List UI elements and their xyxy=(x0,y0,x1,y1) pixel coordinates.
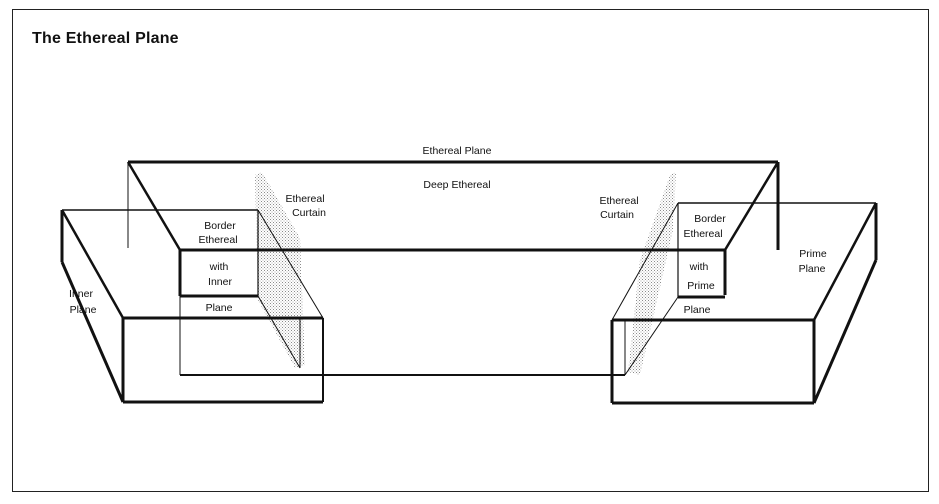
border-ethereal-prime-box xyxy=(624,203,725,376)
curtain-right-label-1: Ethereal xyxy=(599,195,638,207)
border-right-label-5: Plane xyxy=(684,304,711,316)
prime-plane-box xyxy=(610,202,878,405)
curtain-left-label-2: Curtain xyxy=(292,207,326,219)
ethereal-plane-box xyxy=(126,160,780,376)
inner-plane-label-1: Inner xyxy=(69,288,93,300)
border-right-label-4: Prime xyxy=(687,280,715,292)
border-left-label-3: with xyxy=(209,261,229,273)
ethereal-curtain-right xyxy=(628,172,676,375)
curtain-left-label-1: Ethereal xyxy=(285,193,324,205)
figure-frame xyxy=(12,9,929,492)
border-left-label-1: Border xyxy=(204,220,236,232)
border-right-label-3: with xyxy=(689,261,709,273)
ethereal-plane-label: Ethereal Plane xyxy=(423,145,492,157)
border-left-label-5: Plane xyxy=(206,302,233,314)
prime-plane-label-1: Prime xyxy=(799,248,827,260)
deep-ethereal-label: Deep Ethereal xyxy=(423,179,490,191)
border-right-label-1: Border xyxy=(694,213,726,225)
border-left-label-4: Inner xyxy=(208,276,232,288)
border-right-label-2: Ethereal xyxy=(683,228,722,240)
prime-plane-label-2: Plane xyxy=(799,263,826,275)
figure-title: The Ethereal Plane xyxy=(32,30,179,47)
border-left-label-2: Ethereal xyxy=(198,234,237,246)
inner-plane-label-2: Plane xyxy=(70,304,97,316)
curtain-right-label-2: Curtain xyxy=(600,209,634,221)
border-ethereal-inner-box xyxy=(178,210,301,369)
inner-plane-box xyxy=(60,209,324,404)
